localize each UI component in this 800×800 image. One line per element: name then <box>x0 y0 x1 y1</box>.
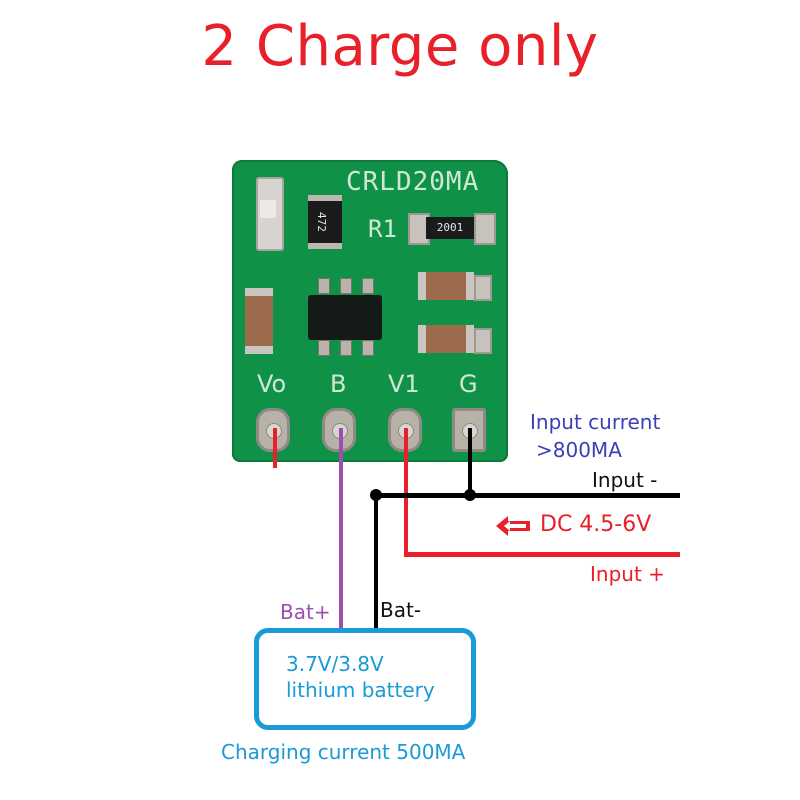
junction-dot <box>464 489 476 501</box>
ic-pin <box>340 340 352 356</box>
input-current-label: Input current <box>530 410 661 434</box>
left-arrow-icon <box>494 514 534 542</box>
led-lens <box>260 200 276 218</box>
wire-vo <box>273 428 277 468</box>
wire-bat-minus <box>374 495 378 632</box>
battery-type: lithium battery <box>286 678 435 702</box>
pin-label-v1: V1 <box>388 370 420 398</box>
pin-label-vo: Vo <box>257 370 287 398</box>
ic-pin <box>340 278 352 294</box>
ic-pin <box>362 340 374 356</box>
bat-plus-label: Bat+ <box>280 600 331 624</box>
ic-pin <box>318 340 330 356</box>
cap-pad <box>474 275 492 301</box>
dc-voltage-label: DC 4.5-6V <box>540 512 652 537</box>
battery-box <box>254 628 476 730</box>
wire-input-plus <box>404 552 680 557</box>
input-minus-label: Input - <box>592 468 658 492</box>
r1-pad-right <box>474 213 496 245</box>
capacitor-right-bottom <box>418 325 474 353</box>
input-plus-label: Input + <box>590 562 665 586</box>
resistor-r1: 2001 <box>426 217 474 239</box>
wire-v1 <box>404 428 408 556</box>
wire-input-minus <box>374 493 680 498</box>
pin-hole-g <box>452 408 486 452</box>
ic-pin <box>362 278 374 294</box>
board-model-label: CRLD20MA <box>346 167 480 197</box>
resistor-ref-label: R1 <box>368 215 397 243</box>
capacitor-right-top <box>418 272 474 300</box>
bat-minus-label: Bat- <box>380 598 422 622</box>
wire-g <box>468 428 472 496</box>
cap-pad <box>474 328 492 354</box>
pin-label-b: B <box>330 370 347 398</box>
input-current-value: >800MA <box>536 438 622 462</box>
resistor-472: 472 <box>308 195 342 249</box>
diagram-title: 2 Charge only <box>201 14 599 79</box>
battery-voltage: 3.7V/3.8V <box>286 652 384 676</box>
capacitor-left <box>245 288 273 354</box>
charger-ic <box>308 295 382 340</box>
ic-pin <box>318 278 330 294</box>
pin-label-g: G <box>459 370 478 398</box>
charging-current-label: Charging current 500MA <box>221 740 466 764</box>
wire-bat-plus <box>339 428 343 632</box>
